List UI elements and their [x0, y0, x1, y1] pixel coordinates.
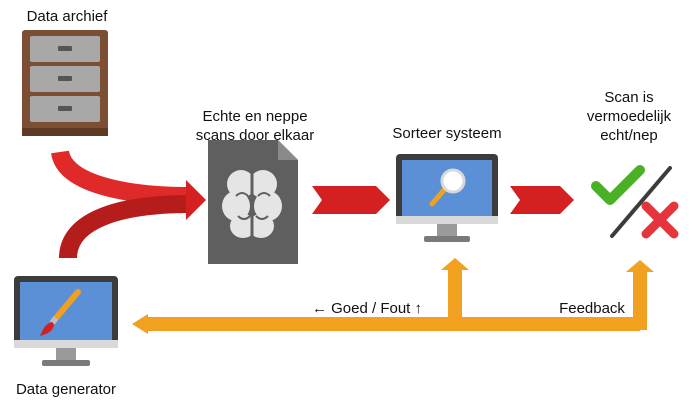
arrow-sorter-to-result [510, 186, 574, 214]
check-slash-cross-icon [591, 165, 679, 239]
label-good-wrong: ← Goed / Fout ↑ [311, 300, 423, 317]
brain-document-icon [208, 140, 298, 264]
label-sorter: Sorteer systeem [392, 125, 502, 142]
arrow-into-mixed [186, 180, 206, 220]
label-feedback: Feedback [559, 300, 625, 317]
filing-cabinet-icon [22, 30, 108, 136]
label-generator: Data generator [15, 381, 117, 398]
feedback-arrow-up-sorter [441, 258, 469, 270]
feedback-path [132, 258, 654, 334]
label-result: Scan is vermoedelijk echt/nep [572, 88, 686, 145]
label-mixed-line1: Echte en neppe [202, 108, 308, 125]
feedback-arrow-up-result [626, 260, 654, 272]
label-mixed: Echte en neppe scans door elkaar [180, 107, 330, 145]
label-result-line3: echt/nep [600, 127, 658, 144]
monitor-magnifier-icon [396, 154, 498, 242]
label-result-line2: vermoedelijk [586, 108, 672, 125]
label-mixed-line2: scans door elkaar [195, 127, 315, 144]
feedback-arrow-left [132, 314, 148, 334]
monitor-paintbrush-icon [14, 276, 118, 366]
label-result-line1: Scan is [604, 89, 654, 106]
label-archive: Data archief [26, 8, 108, 25]
red-flow [51, 149, 574, 259]
arrow-mixed-to-sorter [312, 186, 390, 214]
